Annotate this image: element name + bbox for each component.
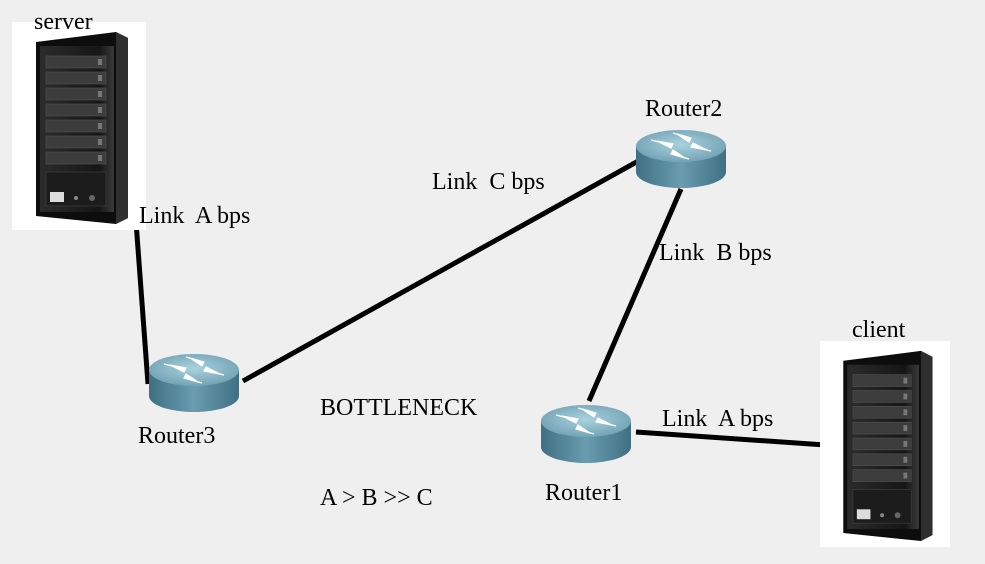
link-label-router1-client: Link A bps [662,406,774,432]
link-router1-client [635,429,841,449]
bottleneck-relation: A > B >> C [320,485,433,511]
router1-label: Router1 [545,480,623,506]
link-router2-router1 [586,188,684,402]
server-icon [11,21,147,231]
router3-icon [148,353,240,413]
server-label: server [34,9,93,35]
bottleneck-note: BOTTLENECK A > B >> C [320,333,477,543]
bottleneck-title: BOTTLENECK [320,395,478,421]
client-server-icon [819,340,951,548]
link-label-router2-router1: Link B bps [659,240,772,266]
router2-label: Router2 [645,96,723,122]
link-label-server-router3: Link A bps [139,203,251,229]
link-label-router3-router2: Link C bps [432,169,545,195]
links [126,126,841,449]
router2-icon [635,129,727,189]
router1-icon [540,404,632,464]
client-label: client [852,317,906,343]
link-router3-router2 [241,152,651,384]
router3-label: Router3 [138,423,216,449]
